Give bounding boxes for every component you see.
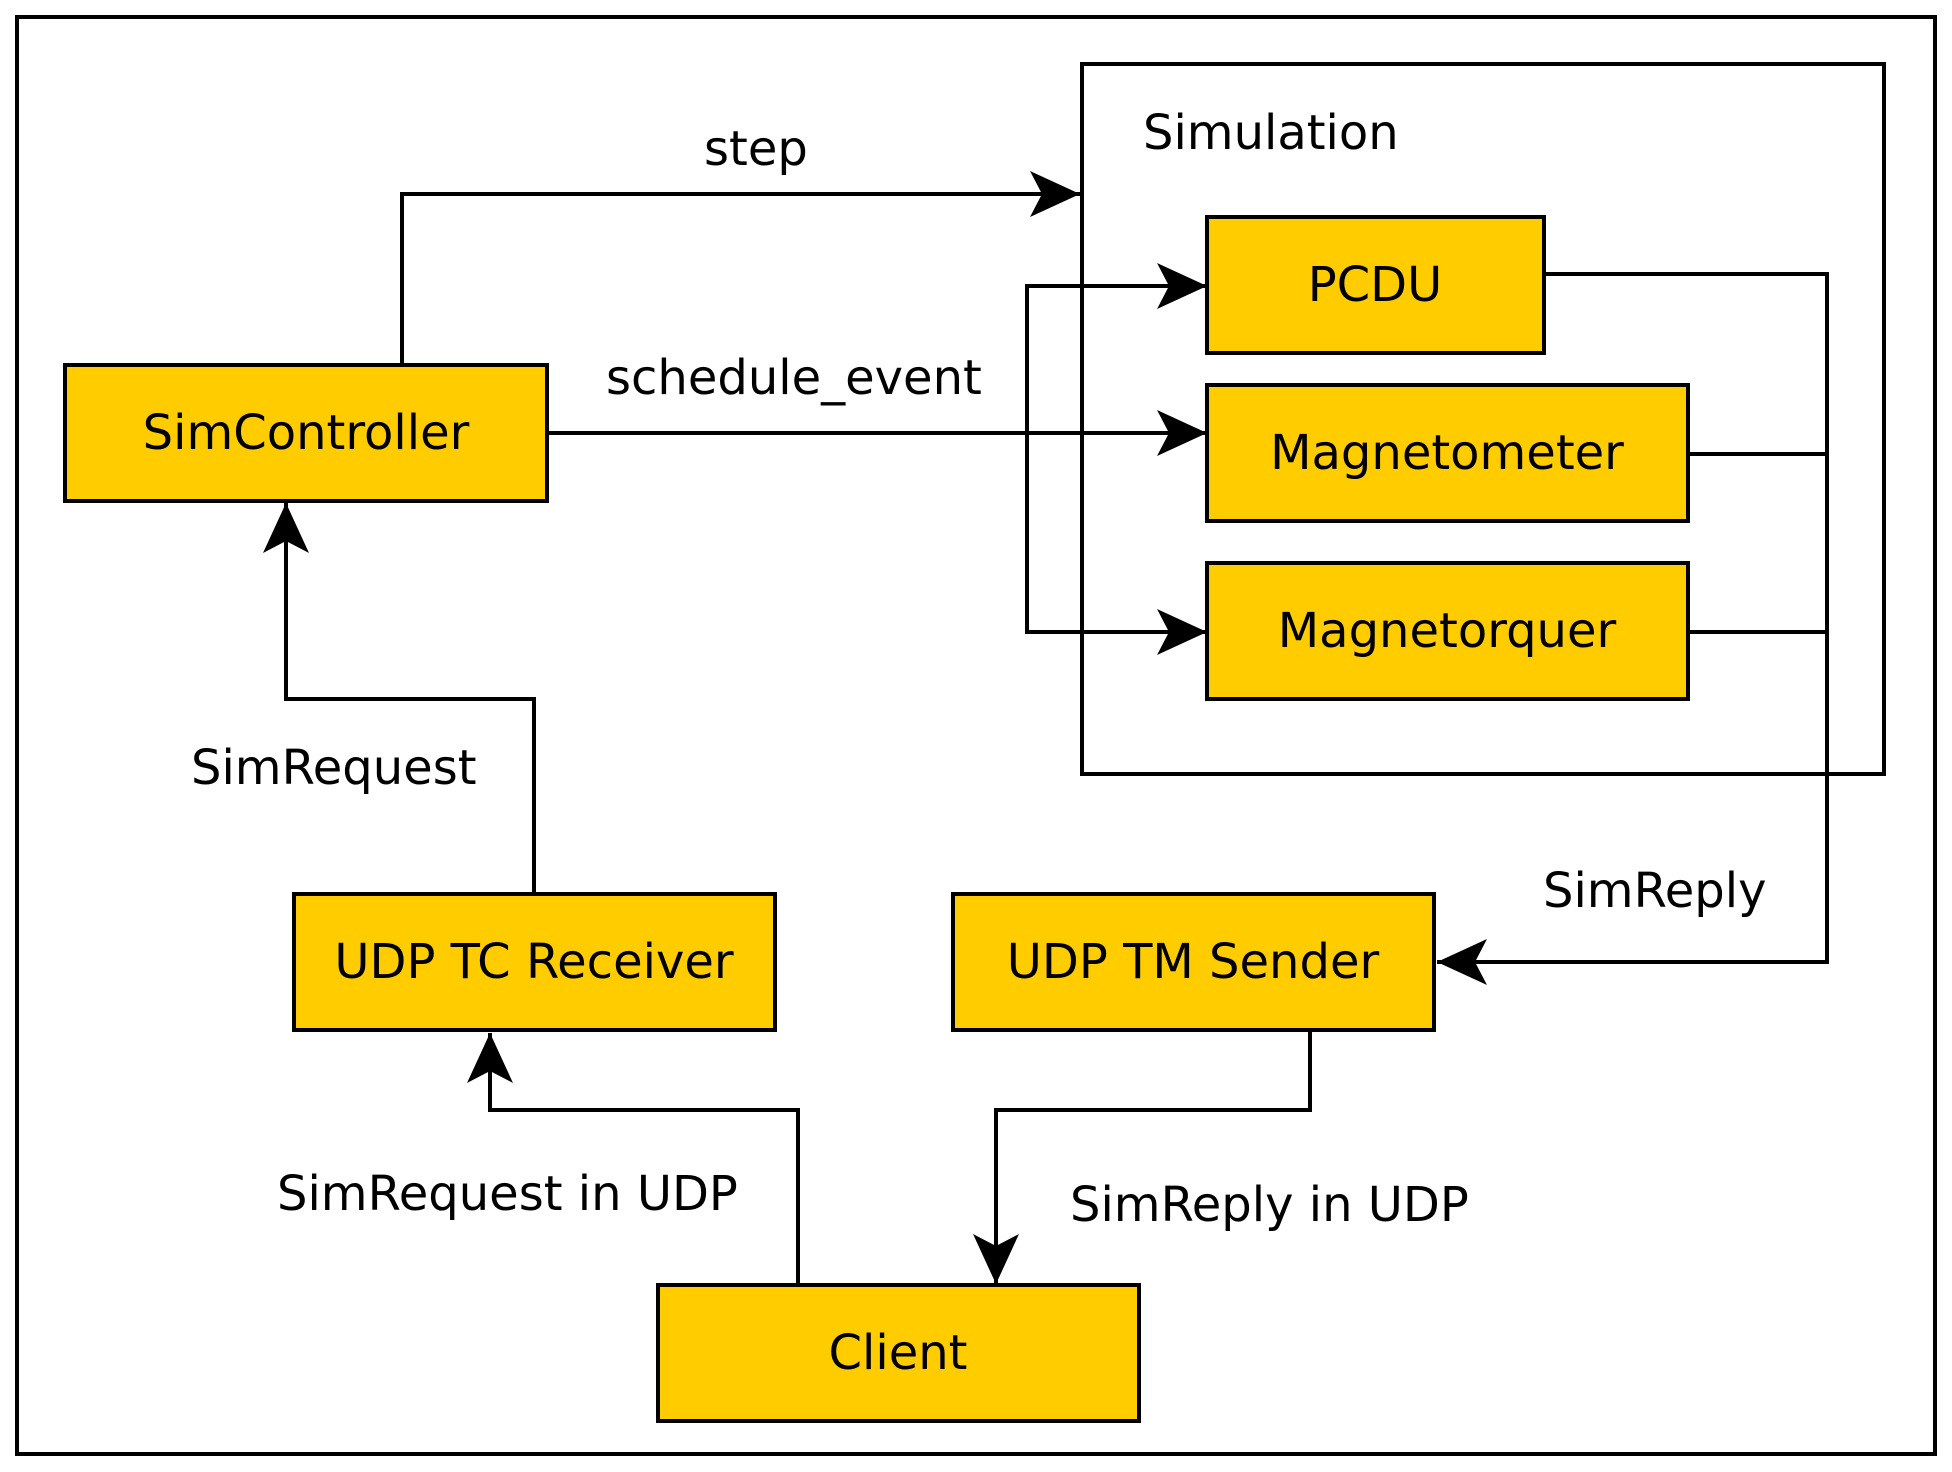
edge-schedule-event-magnetorquer: [1025, 433, 1207, 655]
node-udp-tm-sender-box: [951, 892, 1436, 1032]
label-simrequest: SimRequest: [191, 740, 477, 796]
node-udp-tc-receiver-box: [292, 892, 777, 1032]
node-magnetorquer-label: Magnetorquer: [1278, 603, 1617, 659]
node-udp-tm-sender: UDP TM Sender: [951, 892, 1436, 1032]
node-magnetorquer: Magnetorquer: [1205, 561, 1690, 701]
node-simcontroller-label: SimController: [143, 405, 470, 461]
edge-simreply-pcdu: [1437, 272, 1829, 985]
label-simreply-udp: SimReply in UDP: [1070, 1177, 1469, 1233]
node-magnetometer-label: Magnetometer: [1270, 425, 1624, 481]
node-magnetometer: Magnetometer: [1205, 383, 1690, 523]
label-schedule-event: schedule_event: [606, 350, 982, 406]
label-simreply: SimReply: [1543, 863, 1767, 919]
edge-simrequest-udp: [467, 1033, 800, 1284]
node-simcontroller: SimController: [63, 363, 549, 503]
node-udp-tc-receiver-label: UDP TC Receiver: [334, 934, 734, 990]
node-magnetometer-box: [1205, 383, 1690, 523]
simulation-group-border: [1080, 62, 1886, 776]
node-client-label: Client: [829, 1325, 968, 1381]
edge-step: [400, 171, 1080, 365]
node-udp-tc-receiver: UDP TC Receiver: [292, 892, 777, 1032]
simulation-group-label: Simulation: [1143, 105, 1399, 161]
edge-schedule-event-pcdu: [1025, 263, 1207, 433]
node-client-box: [656, 1283, 1141, 1423]
node-udp-tm-sender-label: UDP TM Sender: [1007, 934, 1380, 990]
node-simcontroller-box: [63, 363, 549, 503]
node-pcdu: PCDU: [1205, 215, 1546, 355]
connectors: [263, 171, 1829, 1284]
node-client: Client: [656, 1283, 1141, 1423]
edge-simreply-udp: [973, 1031, 1312, 1284]
simulation-group: Simulation: [1080, 62, 1886, 776]
node-pcdu-label: PCDU: [1308, 257, 1443, 313]
edge-simrequest: [263, 503, 536, 894]
label-step: step: [704, 121, 808, 177]
label-simrequest-udp: SimRequest in UDP: [277, 1166, 738, 1222]
node-pcdu-box: [1205, 215, 1546, 355]
edge-labels: step schedule_event SimRequest SimReply …: [191, 121, 1767, 1233]
node-magnetorquer-box: [1205, 561, 1690, 701]
outer-border: [15, 15, 1937, 1456]
